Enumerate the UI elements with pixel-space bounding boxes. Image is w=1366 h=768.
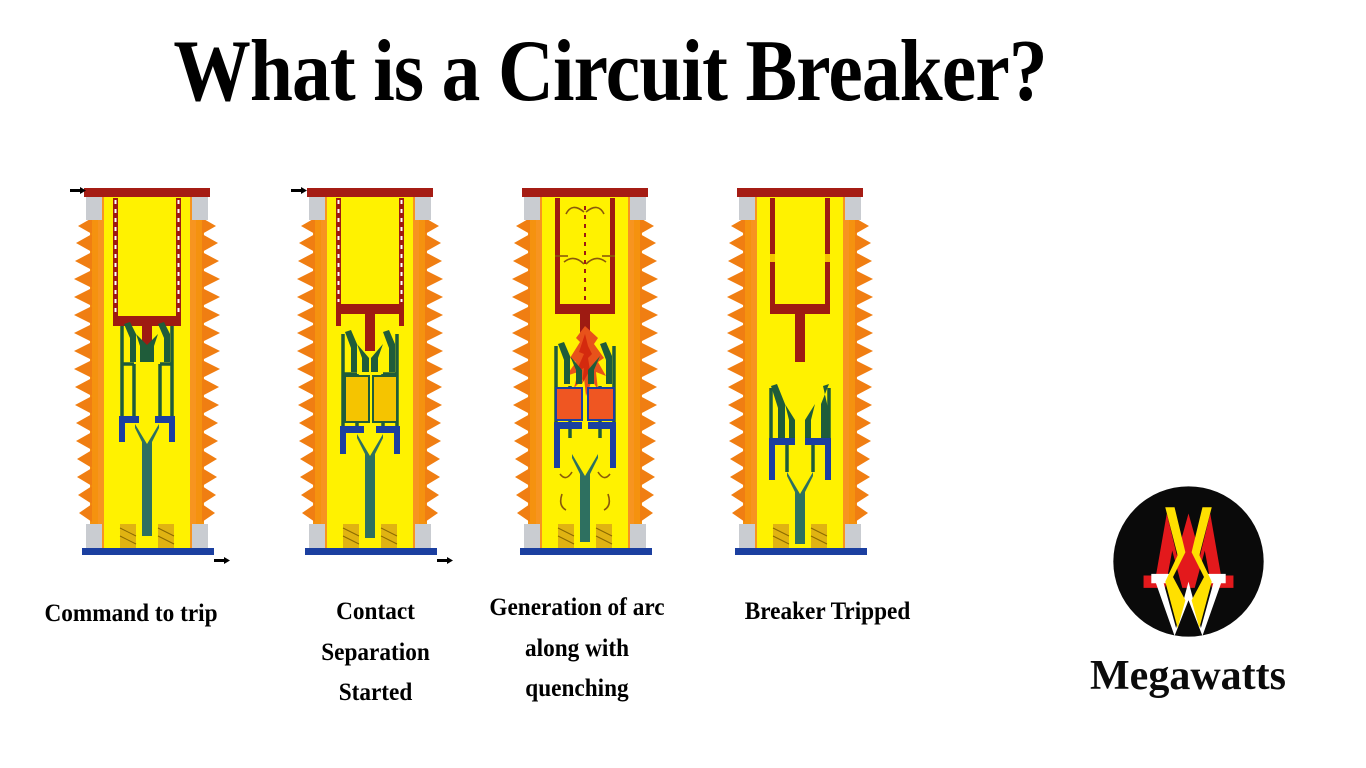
- puffer-cylinders: [344, 375, 398, 423]
- bottom-flange-right: [630, 524, 646, 548]
- upper-conductor-left: [555, 198, 560, 304]
- upper-conductor-right: [399, 198, 404, 326]
- bottom-flange-left: [309, 524, 325, 548]
- bottom-flange-left: [524, 524, 540, 548]
- nozzle-assembly: [120, 326, 174, 416]
- caption-line: along with: [524, 634, 630, 662]
- coil-hatch: [119, 527, 175, 545]
- top-terminal-cap: [307, 188, 433, 197]
- inner-wall-right: [190, 194, 196, 548]
- insulator-fins-right: [855, 218, 873, 522]
- lower-linkage: [340, 426, 400, 454]
- caption-line: Separation: [321, 638, 430, 666]
- insulator-fins-left: [512, 218, 530, 522]
- diagram-command-to-trip: [62, 176, 232, 576]
- fixed-contact: [770, 304, 830, 362]
- drive-rod: [135, 424, 159, 536]
- lower-linkage: [119, 416, 175, 442]
- upper-conductor-right: [610, 198, 615, 304]
- coil-hatch: [557, 527, 613, 545]
- inner-wall-left: [98, 194, 104, 548]
- inner-wall-right: [628, 194, 634, 548]
- brand-name: Megawatts: [1090, 653, 1286, 699]
- page-title: What is a Circuit Breaker?: [173, 23, 1047, 120]
- insulator-fins-right: [202, 218, 220, 522]
- moving-contact-assembly: [771, 384, 829, 438]
- upper-conductor-right: [825, 198, 830, 304]
- top-terminal-cap: [737, 188, 863, 197]
- gas-chamber: [755, 194, 845, 548]
- drive-rod: [357, 434, 383, 538]
- top-terminal-cap: [522, 188, 648, 197]
- moving-contact-assembly: [345, 330, 395, 372]
- diagram-breaker-tripped: [715, 176, 885, 576]
- caption-line: quenching: [525, 675, 629, 702]
- caption-line: Generation of arc: [489, 594, 665, 621]
- top-flange-right: [845, 197, 861, 220]
- bottom-flange-right: [845, 524, 861, 548]
- conductor-joint-marks: [770, 254, 830, 262]
- drive-rod: [572, 454, 598, 542]
- caption-contact-separation-started: Contact Separation Started: [294, 592, 457, 714]
- top-flange-right: [415, 197, 431, 220]
- diagram-generation-of-arc: [500, 176, 670, 576]
- inner-wall-right: [413, 194, 419, 548]
- bottom-terminal-base: [520, 548, 652, 555]
- lower-linkage: [554, 422, 616, 468]
- top-flange-left: [739, 197, 755, 220]
- inner-wall-right: [843, 194, 849, 548]
- caption-breaker-tripped: Breaker Tripped: [744, 598, 911, 625]
- insulator-fins-left: [297, 218, 315, 522]
- lower-linkage: [769, 438, 831, 480]
- inner-wall-left: [321, 194, 327, 548]
- bottom-flange-left: [86, 524, 102, 548]
- megawatts-logo-icon: [1111, 484, 1266, 639]
- bottom-terminal-base: [305, 548, 437, 555]
- bottom-arrow-icon: [214, 557, 230, 564]
- bottom-terminal-base: [735, 548, 867, 555]
- puffer-cylinders-heated: [555, 387, 615, 421]
- top-flange-left: [86, 197, 102, 220]
- insulator-fins-left: [74, 218, 92, 522]
- top-arrow-icon: [291, 187, 307, 194]
- caption-line: Contact: [336, 598, 415, 625]
- upper-conductor-left: [770, 198, 775, 304]
- gas-flow-curves: [555, 206, 615, 265]
- exhaust-flow-arrows: [559, 471, 611, 511]
- drive-rod: [787, 472, 813, 544]
- moving-contact-assembly: [558, 342, 612, 384]
- caption-command-to-trip: Command to trip: [44, 600, 218, 627]
- upper-conductor-left: [336, 198, 341, 326]
- inner-wall-left: [536, 194, 542, 548]
- gas-flow-arrows: [114, 200, 180, 314]
- gas-chamber: [325, 194, 415, 548]
- top-terminal-cap: [84, 188, 210, 197]
- top-flange-right: [192, 197, 208, 220]
- bottom-flange-right: [192, 524, 208, 548]
- bottom-terminal-base: [82, 548, 214, 555]
- coil-hatch: [342, 527, 398, 545]
- gas-chamber: [102, 194, 192, 548]
- caption-line: Started: [338, 679, 413, 706]
- top-arrow-icon: [70, 187, 86, 194]
- moving-contact-assembly: [124, 322, 170, 362]
- gas-flow-arrows: [337, 200, 403, 302]
- bottom-flange-right: [415, 524, 431, 548]
- top-flange-left: [524, 197, 540, 220]
- insulator-fins-left: [727, 218, 745, 522]
- inner-wall-left: [751, 194, 757, 548]
- bottom-flange-left: [739, 524, 755, 548]
- brand-logo-block: Megawatts: [1058, 484, 1318, 700]
- fixed-contact: [336, 304, 404, 351]
- insulator-fins-right: [640, 218, 658, 522]
- coil-hatch: [772, 527, 828, 545]
- bottom-arrow-icon: [437, 557, 453, 564]
- caption-generation-of-arc: Generation of arc along with quenching: [470, 588, 684, 710]
- top-flange-right: [630, 197, 646, 220]
- top-flange-left: [309, 197, 325, 220]
- diagram-contact-separation-started: [285, 176, 455, 576]
- insulator-fins-right: [425, 218, 443, 522]
